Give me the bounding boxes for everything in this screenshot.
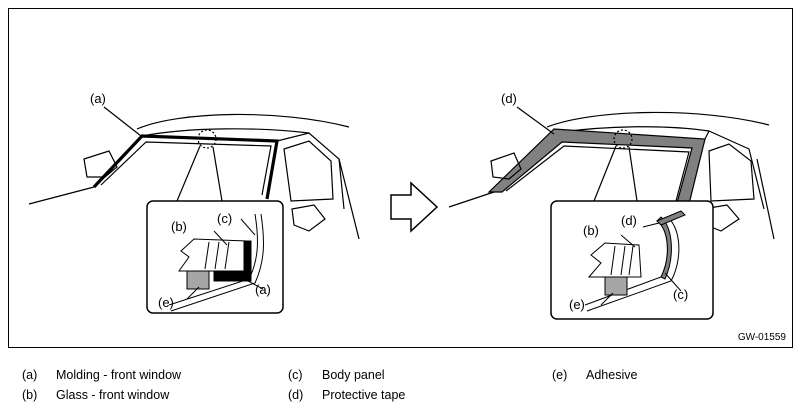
legend-text: Adhesive [586,368,638,382]
legend-key: (b) [22,388,38,402]
left-callout-a: (a) [90,91,106,106]
left-left-mirror [83,150,118,178]
legend-key: (c) [288,368,303,382]
diagram-canvas: (a) (b) (c) (e) (a) (d) (b) (d) (e) (c) [28,91,775,320]
right-callout-e: (e) [569,297,585,312]
right-adhesive [604,276,628,296]
right-glass-hatch [610,245,634,276]
left-callout-e: (e) [158,295,174,310]
left-glass-hatch [204,241,230,270]
right-tape-strip [656,216,672,280]
left-leader-a [103,106,142,137]
left-leader-c [240,218,256,236]
left-leader-b [213,230,228,246]
right-leader-d2 [642,222,660,228]
left-windshield-inner [100,141,272,196]
left-body-panel-inner [170,213,264,312]
left-right-mirror [291,204,326,232]
left-zoom-lines [176,145,223,202]
legend-key: (e) [552,368,568,382]
legend-text: Glass - front window [56,388,170,402]
right-hood-line [448,191,495,208]
left-magnifier-circle-icon [197,129,217,149]
left-callout-a2: (a) [255,282,271,297]
right-glass-section [587,242,642,278]
right-callout-d2: (d) [621,213,637,228]
right-a-pillar [704,130,765,210]
left-callout-b: (b) [171,219,187,234]
right-windshield-inner [505,145,690,202]
right-side-window [708,143,755,202]
right-detail [550,200,714,320]
right-arrow-icon [390,181,439,233]
right-leader-e [600,292,614,306]
legend: (a) Molding - front window (b) Glass - f… [0,358,804,411]
right-callout-d: (d) [501,91,517,106]
right-callout-b: (b) [583,223,599,238]
figure-id: GW-01559 [737,332,786,343]
left-side-window [283,140,334,202]
right-callout-c: (c) [673,287,688,302]
legend-text: Protective tape [322,388,406,402]
left-a-pillar [276,132,345,210]
legend-text: Body panel [322,368,385,382]
left-door-line [338,158,360,240]
right-detail-box [550,200,714,320]
right-magnifier-circle-icon [613,129,633,149]
left-roof-inner [141,128,310,137]
right-door-line [756,158,775,240]
right-leader-c [664,272,682,292]
left-callout-c: (c) [217,211,232,226]
left-leader-e [186,286,200,300]
right-leader-b [620,234,636,248]
right-tape-top [656,210,686,226]
left-windshield-molding [92,134,279,200]
left-roof-line [136,113,350,130]
legend-key: (a) [22,368,38,382]
right-view [448,106,775,240]
right-left-mirror [490,152,522,180]
left-detail [146,200,284,314]
left-adhesive [186,270,210,290]
left-hood-line [28,186,95,205]
left-molding-black [213,240,252,282]
legend-key: (d) [288,388,304,402]
diagram-figure: (a) (b) (c) (e) (a) (d) (b) (d) (e) (c) … [8,8,793,348]
right-leader-d [516,106,555,135]
left-leader-a2 [236,274,264,290]
right-roof-line [546,111,770,128]
right-zoom-lines [593,145,638,202]
left-view [28,106,360,240]
legend-text: Molding - front window [56,368,182,382]
